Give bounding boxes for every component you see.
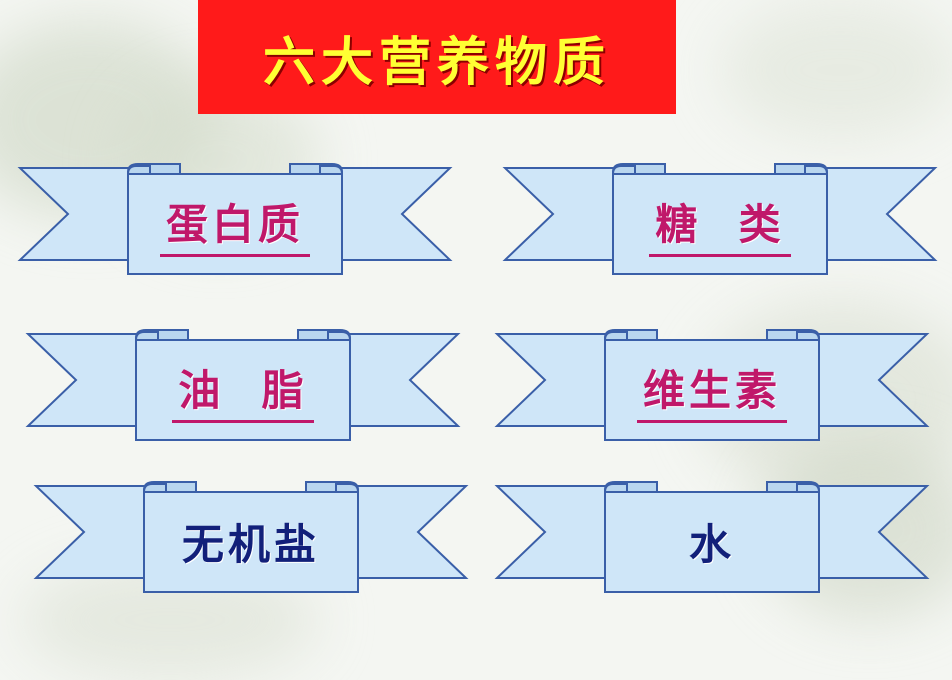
ribbon-fold-line: [612, 165, 636, 175]
ribbon-fold-line: [319, 165, 343, 175]
ribbon-label-box: 蛋白质: [20, 160, 450, 280]
ribbon-label-box: 维生素: [497, 326, 927, 446]
title-banner: 六大营养物质: [198, 0, 676, 114]
ribbon-label: 蛋白质: [159, 191, 310, 257]
ribbon-protein: 蛋白质: [17, 160, 453, 280]
ribbon-front-panel: [127, 173, 343, 275]
ribbon-shape: [17, 163, 453, 275]
ribbon-vitamin: 维生素: [494, 326, 930, 446]
ribbon-shape: [502, 163, 938, 275]
ribbon-fold-line: [143, 483, 167, 493]
ribbon-front-panel: [612, 173, 828, 275]
ribbon-front-panel: [604, 491, 820, 593]
ribbon-shape: [494, 481, 930, 593]
ribbon-fold-line: [796, 331, 820, 341]
ribbon-front-panel: [604, 339, 820, 441]
ribbon-label-box: 无机盐: [36, 478, 466, 598]
ribbon-label-box: 糖 类: [505, 160, 935, 280]
background-shade: [720, 0, 952, 140]
ribbon-shape: [25, 329, 461, 441]
ribbon-label: 糖 类: [649, 191, 791, 257]
ribbon-fold-line: [604, 483, 628, 493]
ribbon-mineral: 无机盐: [33, 478, 469, 598]
ribbon-shape: [494, 329, 930, 441]
ribbon-fold-line: [327, 331, 351, 341]
ribbon-fold-line: [127, 165, 151, 175]
ribbon-shape: [33, 481, 469, 593]
ribbon-fold-line: [796, 483, 820, 493]
ribbon-front-panel: [135, 339, 351, 441]
ribbon-carbohydrate: 糖 类: [502, 160, 938, 280]
ribbon-fold-line: [604, 331, 628, 341]
ribbon-water: 水: [494, 478, 930, 598]
ribbon-label: 水: [688, 519, 735, 569]
page-title: 六大营养物质: [262, 32, 611, 93]
ribbon-fold-line: [335, 483, 359, 493]
ribbon-fold-line: [804, 165, 828, 175]
ribbon-label-box: 油 脂: [28, 326, 458, 446]
ribbon-label: 无机盐: [181, 519, 320, 569]
ribbon-fold-line: [135, 331, 159, 341]
ribbon-front-panel: [143, 491, 359, 593]
ribbon-fat: 油 脂: [25, 326, 461, 446]
ribbon-label-box: 水: [497, 478, 927, 598]
ribbon-label: 油 脂: [172, 357, 314, 423]
ribbon-label: 维生素: [636, 357, 787, 423]
